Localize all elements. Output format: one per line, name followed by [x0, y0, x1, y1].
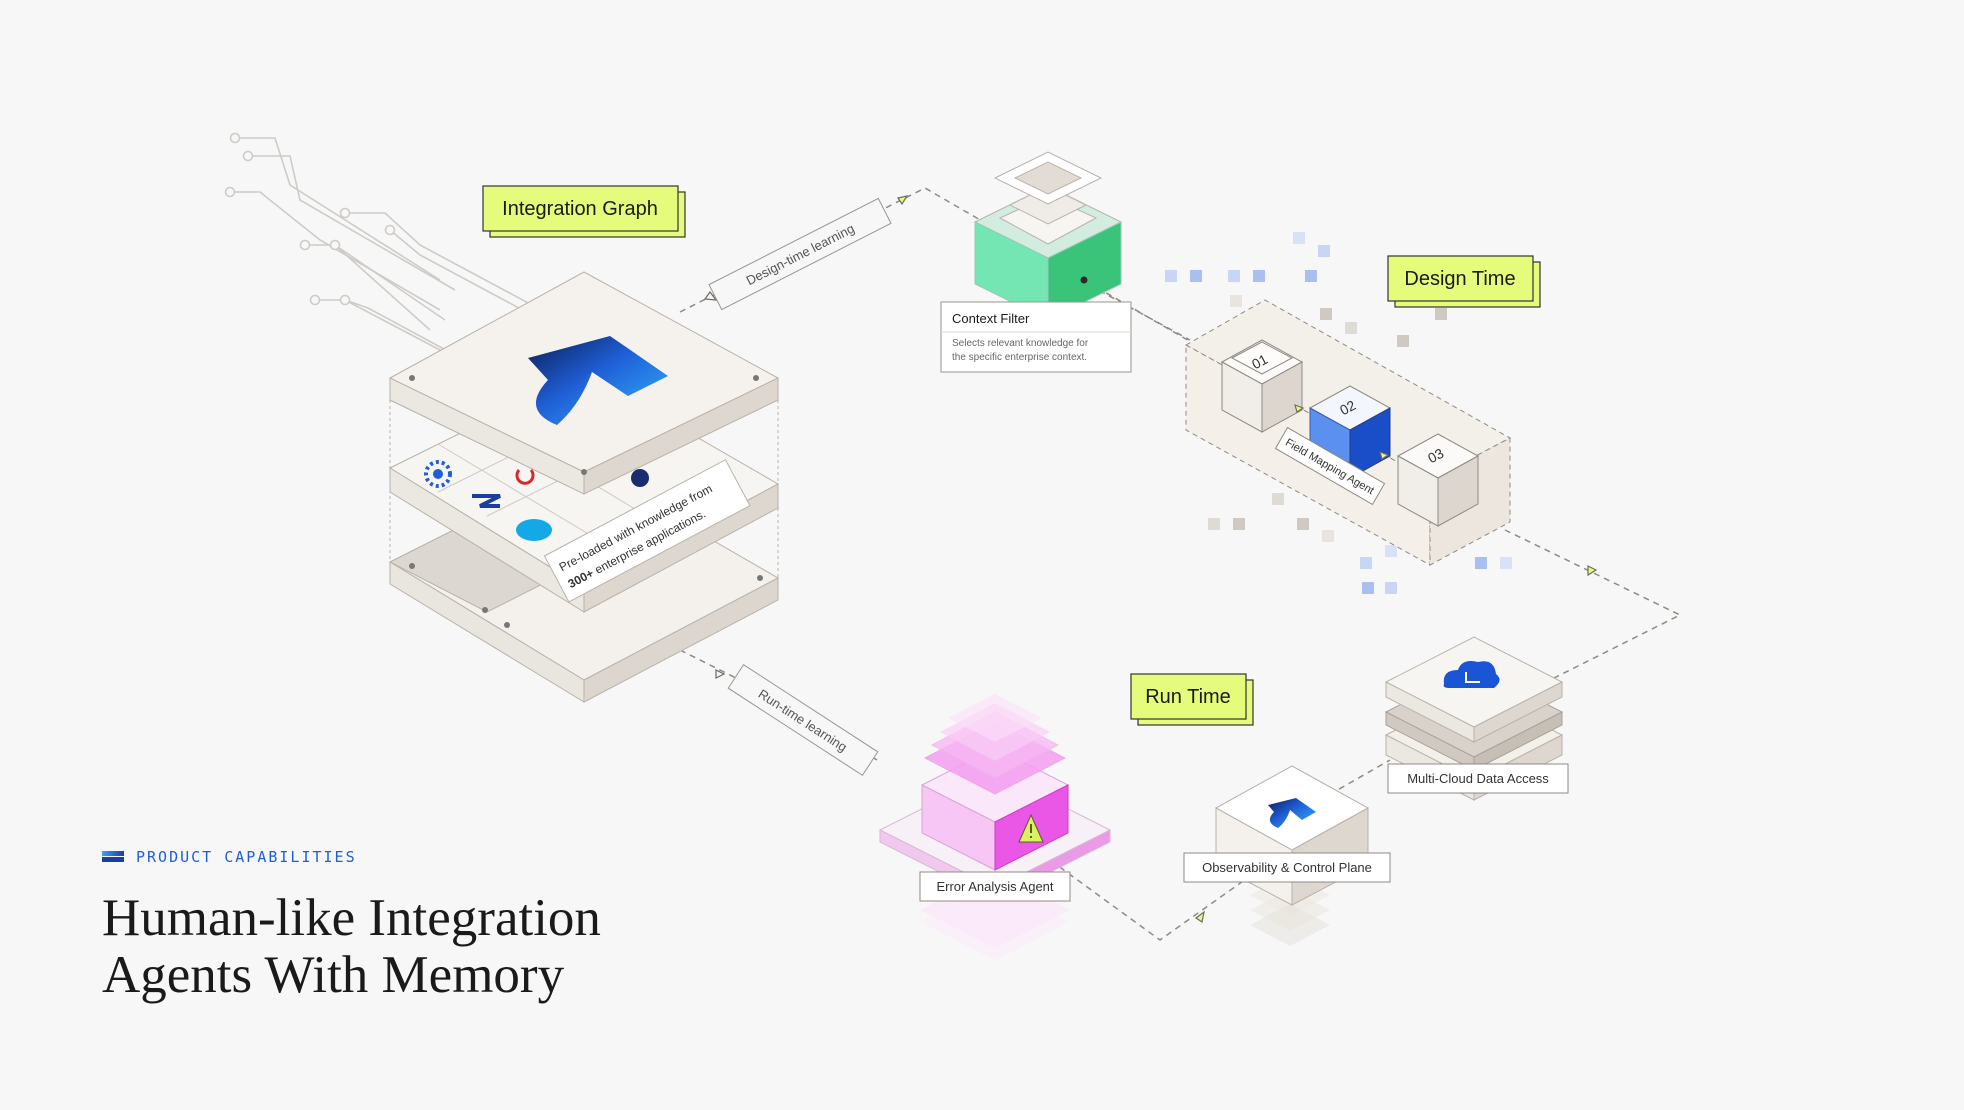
svg-text:Design-time learning: Design-time learning	[744, 221, 857, 288]
svg-text:02: 02	[1337, 397, 1358, 419]
warning-icon	[1018, 813, 1044, 843]
error-agent-module	[878, 694, 1112, 960]
svg-text:Multi-Cloud Data Access: Multi-Cloud Data Access	[1407, 771, 1549, 786]
eyebrow-label: PRODUCT CAPABILITIES	[136, 848, 357, 866]
app-icon-red	[515, 469, 535, 485]
observability-label: Observability & Control Plane	[1183, 852, 1391, 883]
svg-text:the specific enterprise contex: the specific enterprise context.	[952, 352, 1087, 363]
svg-text:Observability & Control Plane: Observability & Control Plane	[1202, 860, 1372, 875]
eyebrow: PRODUCT CAPABILITIES	[102, 848, 357, 866]
design-pixel-decor	[1165, 232, 1512, 594]
error-agent-label: Error Analysis Agent	[919, 871, 1071, 902]
design-time-learning-label: Design-time learning	[708, 197, 892, 311]
app-icon-2	[472, 494, 501, 508]
starburst-icon	[424, 460, 452, 488]
run-time-tag: Run Time	[1130, 673, 1254, 726]
svg-text:Context Filter: Context Filter	[952, 311, 1030, 326]
svg-text:Integration Graph: Integration Graph	[502, 198, 658, 220]
circuit-traces-icon	[224, 132, 561, 356]
svg-text:Run-time learning: Run-time learning	[756, 686, 850, 754]
svg-text:Selects relevant knowledge for: Selects relevant knowledge for	[952, 338, 1089, 349]
svg-text:Run Time: Run Time	[1145, 686, 1231, 708]
run-time-learning-label: Run-time learning	[727, 663, 879, 777]
cloud-icon	[1443, 661, 1500, 688]
multicloud-label: Multi-Cloud Data Access	[1387, 763, 1569, 794]
svg-text:01: 01	[1249, 351, 1270, 373]
graph-top-plate	[388, 271, 780, 495]
context-filter-module	[973, 151, 1123, 321]
brand-logo-icon	[528, 336, 668, 425]
integration-graph-stack: Pre-loaded with knowledge from 300+ ente…	[388, 271, 780, 703]
app-icon-navy	[631, 469, 649, 487]
app-icon-cloud	[516, 519, 552, 541]
page-title: Human-like Integration Agents With Memor…	[102, 890, 862, 1004]
design-time-tag: Design Time	[1387, 255, 1541, 308]
eyebrow-brand-icon	[102, 851, 124, 862]
page-title-line-1: Human-like Integration	[102, 889, 601, 947]
step-cube-01: 01	[1220, 339, 1304, 433]
page-title-line-2: Agents With Memory	[102, 946, 565, 1004]
integration-graph-tag: Integration Graph	[482, 185, 686, 238]
svg-text:Error Analysis Agent: Error Analysis Agent	[936, 879, 1053, 894]
brand-logo-icon	[1268, 798, 1316, 828]
svg-text:03: 03	[1425, 445, 1446, 467]
context-filter-card: Context Filter Selects relevant knowledg…	[940, 301, 1132, 373]
step-cube-03: 03	[1396, 433, 1480, 527]
svg-text:Design Time: Design Time	[1404, 268, 1515, 290]
